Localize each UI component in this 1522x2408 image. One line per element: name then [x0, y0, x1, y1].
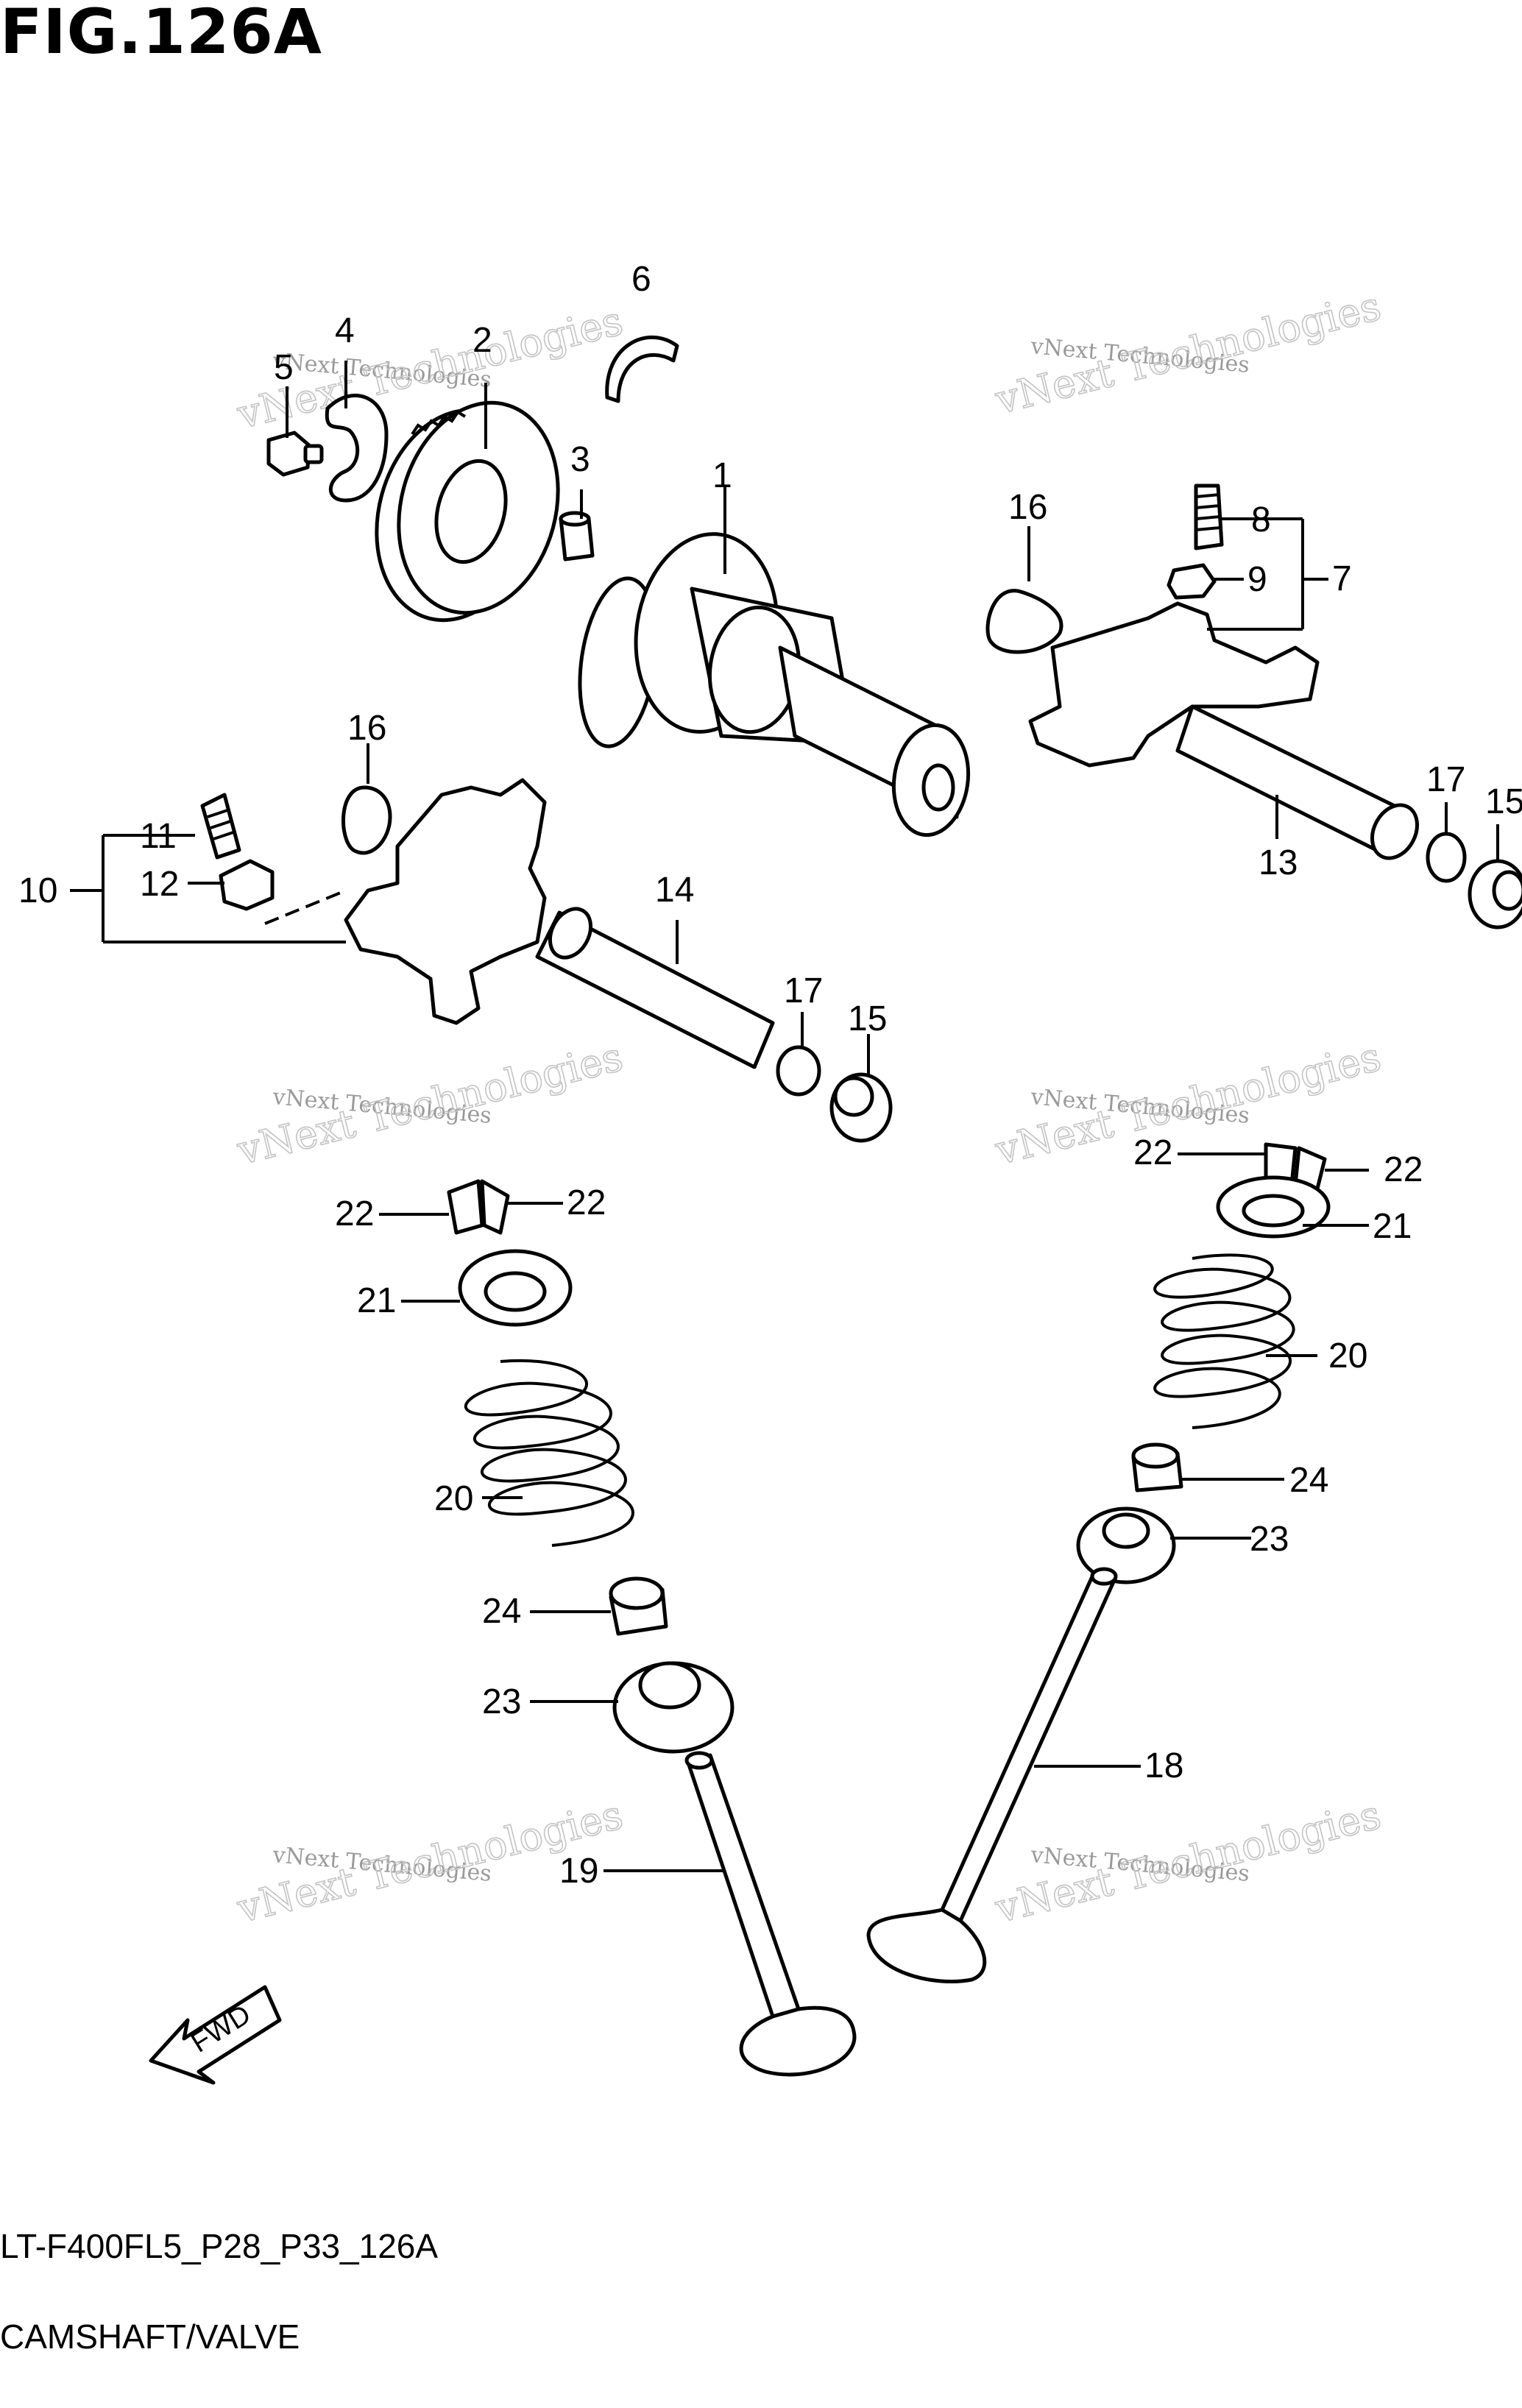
part-cam-sprocket: [375, 400, 560, 623]
part-valve-cotters-left: [447, 1179, 510, 1235]
part-plug-left: [829, 1072, 893, 1143]
part-rocker-arm-left: [344, 778, 547, 1025]
callout-20-left: 20: [434, 1479, 473, 1518]
part-adjuster-screw-left: [200, 793, 241, 860]
callout-22-left-a: 22: [335, 1194, 374, 1233]
part-spring-retainer-left: [458, 1249, 573, 1327]
callout-24-left: 24: [482, 1592, 521, 1631]
part-clip: [605, 336, 679, 403]
callout-20-right: 20: [1328, 1336, 1367, 1375]
callout-6: 6: [631, 260, 651, 299]
callout-11: 11: [140, 817, 177, 856]
figure-title: FIG.126A: [0, 0, 322, 68]
figure-code: LT-F400FL5_P28_P33_126A: [0, 2227, 439, 2265]
callout-16-right: 16: [1008, 488, 1047, 527]
callout-12: 12: [140, 865, 179, 904]
part-adjuster-screw-right: [1194, 484, 1224, 550]
callout-15-right: 15: [1485, 782, 1522, 821]
callout-17-right: 17: [1426, 760, 1465, 799]
part-washer-right: [1426, 832, 1467, 883]
part-o-ring-left: [341, 785, 392, 855]
callout-15-left: 15: [848, 999, 887, 1038]
part-dowel-pin: [559, 511, 595, 562]
part-intake-valve: [684, 1751, 857, 2077]
part-exhaust-valve: [866, 1567, 1118, 1983]
part-valve-spring-right: [1153, 1253, 1295, 1429]
callout-2: 2: [472, 321, 492, 360]
callout-23-left: 23: [482, 1682, 521, 1721]
fwd-arrow-icon: FWD: [149, 1985, 282, 2085]
part-oil-seal-right: [1131, 1442, 1183, 1492]
callout-13: 13: [1259, 843, 1298, 882]
part-lock-plate: [325, 394, 389, 503]
part-oil-seal-left: [609, 1576, 668, 1636]
part-valve-spring-left: [464, 1359, 634, 1547]
part-bolt: [266, 431, 324, 477]
part-washer-left: [776, 1045, 821, 1097]
part-lock-nut-left: [219, 859, 275, 911]
part-spring-retainer-right: [1216, 1175, 1331, 1239]
part-lock-nut-right: [1167, 563, 1217, 600]
watermark-top-right: vNext Technologies vNext Technologies: [990, 282, 1386, 424]
callout-8: 8: [1251, 500, 1271, 539]
callout-17-left: 17: [784, 971, 823, 1010]
callout-7: 7: [1332, 559, 1352, 598]
callout-9: 9: [1247, 560, 1267, 599]
callout-4: 4: [335, 311, 355, 350]
leader-lines: [70, 361, 1499, 1872]
part-spring-seat-left: [612, 1661, 735, 1754]
part-rocker-shaft-right: [1175, 704, 1419, 860]
callout-23-right: 23: [1250, 1520, 1289, 1559]
callout-1: 1: [712, 456, 732, 495]
callout-19: 19: [559, 1852, 598, 1891]
callout-22-right-a: 22: [1133, 1133, 1172, 1172]
callout-22-right-b: 22: [1384, 1150, 1423, 1189]
callout-21-right: 21: [1373, 1207, 1412, 1246]
callout-numbers: 1 2 3 4 5 6 7 8 9 10 11 12 13 14 15 15 1…: [18, 260, 1522, 1891]
part-rocker-shaft-left: [535, 907, 775, 1069]
callout-18: 18: [1144, 1746, 1183, 1785]
callout-21-left: 21: [357, 1281, 396, 1320]
callout-14: 14: [655, 871, 694, 910]
part-rocker-arm-right: [1028, 601, 1320, 768]
callout-3: 3: [570, 440, 590, 479]
callout-24-right: 24: [1289, 1461, 1328, 1500]
figure-description: CAMSHAFT/VALVE: [0, 2317, 300, 2356]
watermark-low-right: vNext Technologies vNext Technologies: [990, 1791, 1386, 1933]
part-o-ring-right: [985, 589, 1063, 654]
watermark-mid-left: vNext Technologies vNext Technologies: [232, 1033, 628, 1175]
callout-22-left-b: 22: [567, 1183, 606, 1222]
part-spring-seat-right: [1076, 1506, 1176, 1584]
callout-5: 5: [274, 348, 294, 387]
callout-16-left: 16: [347, 709, 386, 748]
part-camshaft: [578, 532, 971, 838]
part-plug-right: [1468, 859, 1522, 929]
callout-10: 10: [18, 871, 57, 910]
